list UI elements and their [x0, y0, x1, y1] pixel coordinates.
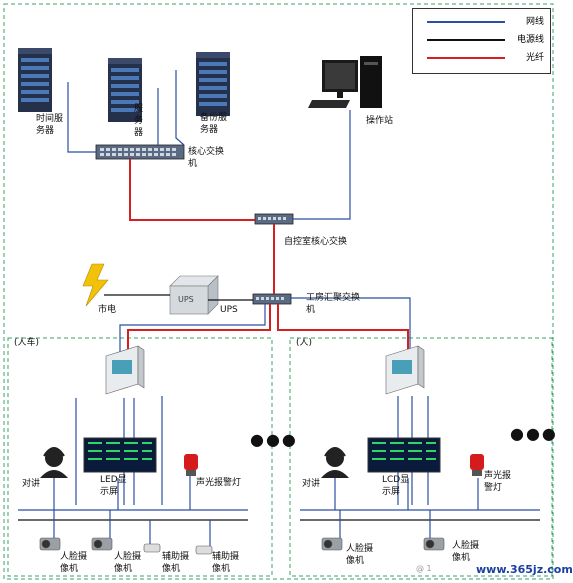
camera-left-1-label: 人脸摄 像机 — [60, 552, 88, 574]
backup-server-icon — [196, 52, 230, 116]
core-switch-icon — [95, 144, 185, 160]
ups-box-text: UPS — [178, 295, 194, 304]
lcd-display-label: LCD显 示屏 — [382, 475, 410, 497]
watermark: www.365jz.com — [476, 563, 573, 576]
camera-left-3-label: 辅助摄 像机 — [162, 552, 190, 574]
plant-switch-label: 工房汇聚交换 机 — [306, 293, 361, 315]
led-display-icon — [83, 437, 157, 473]
server-label: 服 务 器 — [134, 104, 144, 138]
zone-left-border — [7, 337, 273, 577]
camera-left-2-label: 人脸摄 像机 — [114, 552, 142, 574]
camera-right-1-label: 人脸摄 像机 — [346, 544, 374, 566]
camera-right-2-label: 人脸摄 像机 — [452, 541, 480, 563]
ups-label: UPS — [220, 305, 238, 315]
camera-left-4-label: 辅助摄 像机 — [212, 552, 240, 574]
field-box-left-icon — [105, 345, 145, 395]
fiber-lines — [127, 159, 409, 352]
intercom-right-icon — [321, 447, 349, 478]
alarm-light-left-icon — [184, 454, 198, 476]
legend-item-fiber: 光纤 — [419, 51, 544, 65]
plant-switch-icon — [252, 293, 292, 305]
time-server-label: 时间服 务器 — [36, 114, 64, 136]
control-room-switch-icon — [254, 213, 294, 225]
legend-label-network: 网线 — [525, 17, 544, 27]
control-room-switch-label: 自控室核心交换 — [284, 237, 348, 247]
outer-border — [3, 3, 554, 580]
intercom-left-label: 对讲 — [22, 479, 41, 489]
alarm-left-label: 声光报警灯 — [196, 478, 242, 488]
system-diagram — [3, 3, 554, 580]
face-camera-right-1-icon — [321, 537, 343, 551]
legend-item-network: 网线 — [419, 15, 544, 29]
workstation-label: 操作站 — [366, 116, 394, 126]
time-server-icon — [18, 48, 52, 112]
watermark-sub: @ 1 — [416, 564, 432, 573]
led-display-label: LED显 示屏 — [100, 475, 127, 497]
lightning-icon — [82, 263, 109, 307]
alarm-right-label: 声光报 警灯 — [484, 471, 512, 493]
zone-right-border — [289, 337, 553, 577]
more-left-indicator: ●●● — [250, 430, 298, 449]
aux-camera-left-1-icon — [143, 543, 161, 553]
legend-swatch-fiber — [427, 57, 505, 59]
workstation-icon — [308, 56, 382, 108]
network-lines — [18, 70, 540, 548]
power-supply-label: 市电 — [98, 305, 117, 315]
ups-icon — [169, 275, 219, 315]
legend-swatch-network — [427, 21, 505, 23]
legend-label-power: 电源线 — [516, 35, 544, 45]
core-switch-label: 核心交换 机 — [188, 147, 225, 169]
legend-item-power: 电源线 — [419, 33, 544, 47]
lcd-display-icon — [367, 437, 441, 473]
intercom-left-icon — [40, 447, 68, 478]
face-camera-left-2-icon — [91, 537, 113, 551]
zone-left-title: (人车) — [14, 338, 40, 348]
legend-swatch-power — [427, 39, 505, 41]
field-box-right-icon — [385, 345, 425, 395]
intercom-right-label: 对讲 — [302, 479, 321, 489]
server-icon — [108, 58, 142, 122]
face-camera-right-2-icon — [423, 537, 445, 551]
backup-server-label: 备份服 务器 — [200, 113, 228, 135]
legend-label-fiber: 光纤 — [525, 53, 544, 63]
legend: 网线 电源线 光纤 — [412, 8, 551, 74]
more-right-indicator: ●●● — [510, 424, 558, 443]
face-camera-left-1-icon — [39, 537, 61, 551]
zone-right-title: (人) — [296, 338, 313, 348]
aux-camera-left-2-icon — [195, 545, 213, 555]
alarm-light-right-icon — [470, 454, 484, 476]
